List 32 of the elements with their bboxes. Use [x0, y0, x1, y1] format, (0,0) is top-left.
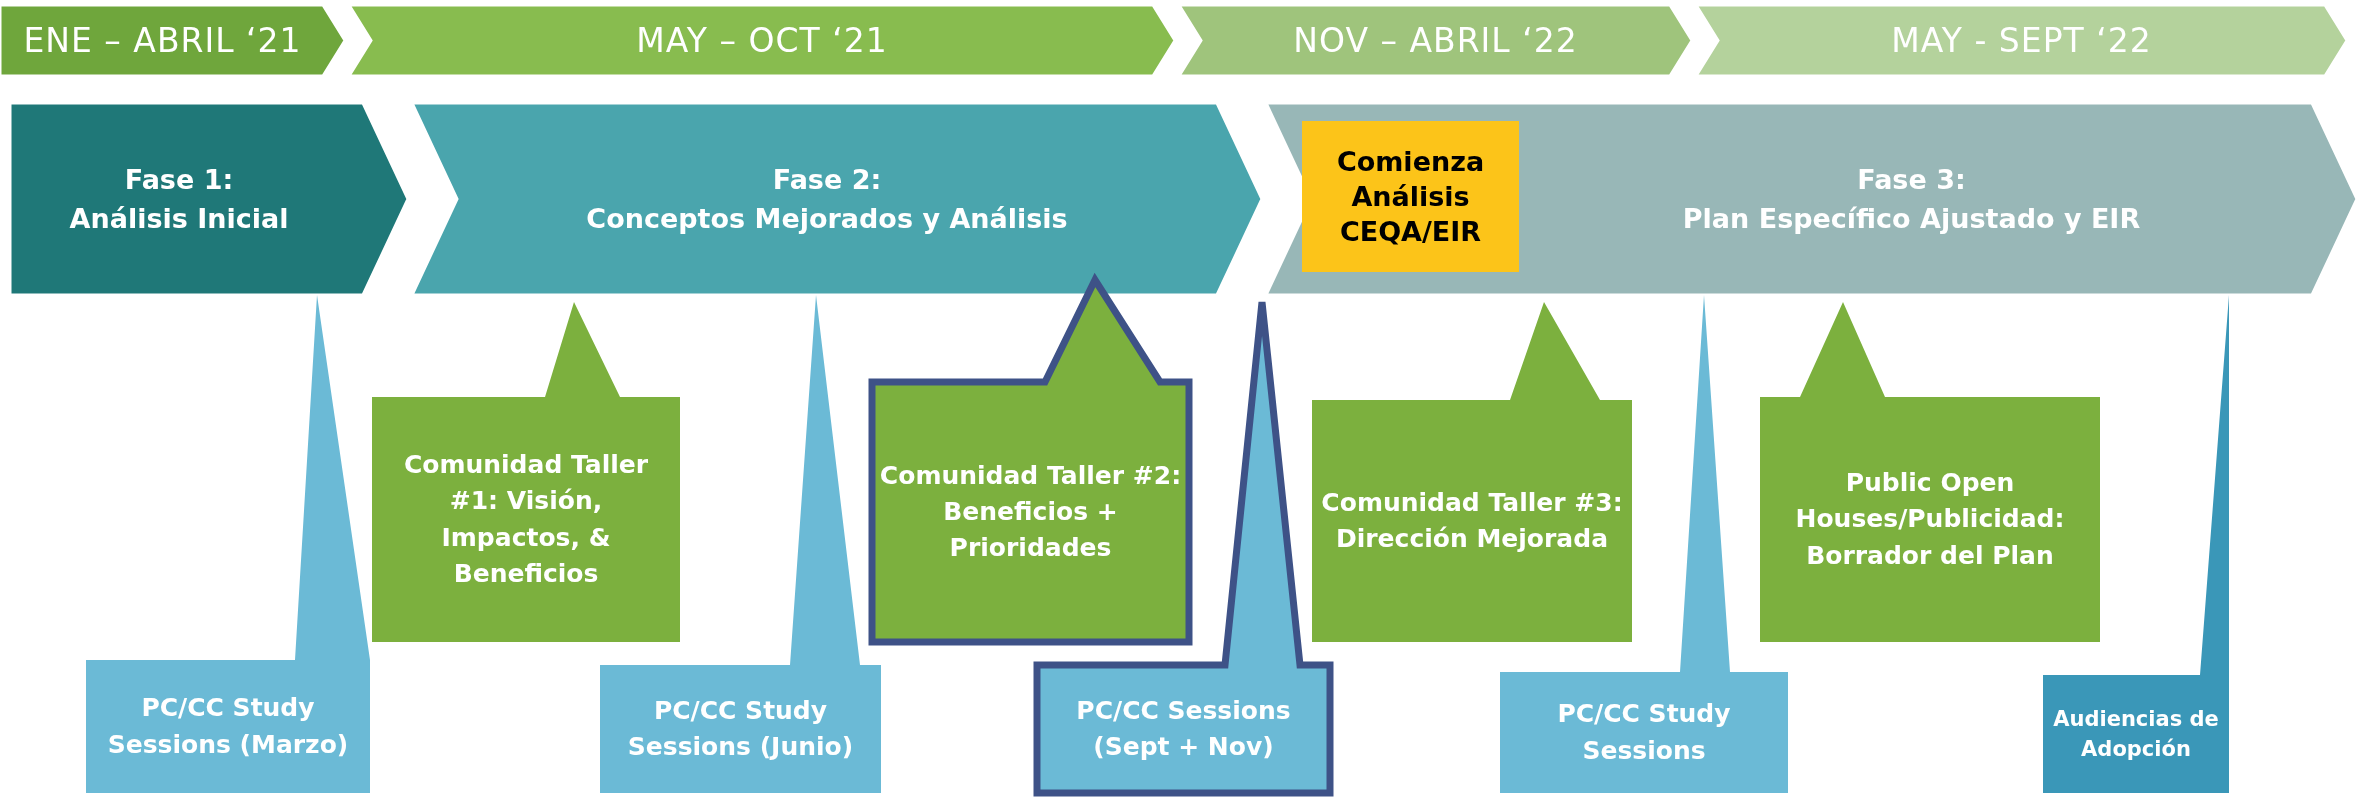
phase-band [412, 103, 1262, 295]
callout-text: PC/CC Sessions (Sept + Nov) [1075, 694, 1292, 763]
callout-text: PC/CC Study Sessions (Junio) [626, 694, 855, 763]
period-label: ENE – ABRIL ‘21 [23, 21, 302, 60]
callout-text: Audiencias de Adopción [2052, 705, 2220, 763]
phase-label: Fase 3: [1857, 162, 1966, 197]
milestone-label: Comienza Análisis CEQA/EIR [1335, 144, 1486, 250]
phase-label: Fase 2: [772, 162, 882, 197]
callout-text: Comunidad Taller #1: Visión, Impactos, & Beneficios [402, 449, 650, 590]
callout-bubble [372, 302, 680, 642]
phase-band [1266, 103, 2357, 295]
callout-bubble [1760, 302, 2100, 642]
period-label: MAY – OCT ‘21 [636, 21, 888, 60]
phase-label: Fase 1: [124, 162, 234, 197]
milestone-box [1302, 121, 1519, 272]
period-label: NOV – ABRIL ‘22 [1293, 21, 1578, 60]
callout-text: PC/CC Study Sessions (Marzo) [106, 692, 350, 761]
period-band [0, 5, 345, 76]
callout-text: Comunidad Taller #3: Dirección Mejorada [1320, 486, 1624, 555]
phase-band [10, 103, 408, 295]
callout-bubble [1312, 302, 1632, 642]
callout-text: PC/CC Study Sessions [1556, 698, 1732, 767]
phase-label: Conceptos Mejorados y Análisis [586, 202, 1068, 236]
phase-label: Análisis Inicial [69, 202, 289, 236]
callout-text: Comunidad Taller #2: Beneficios + Prioridades [878, 459, 1183, 565]
phase-label: Plan Específico Ajustado y EIR [1682, 202, 2141, 236]
callout-text: Public Open Houses/Publicidad: Borrador del Plan [1794, 467, 2066, 572]
period-label: MAY - SEPT ‘22 [1891, 21, 2152, 60]
period-band [1179, 5, 1692, 76]
callout-bubble [868, 276, 1193, 646]
period-band [1696, 5, 2347, 76]
period-band [349, 5, 1175, 76]
